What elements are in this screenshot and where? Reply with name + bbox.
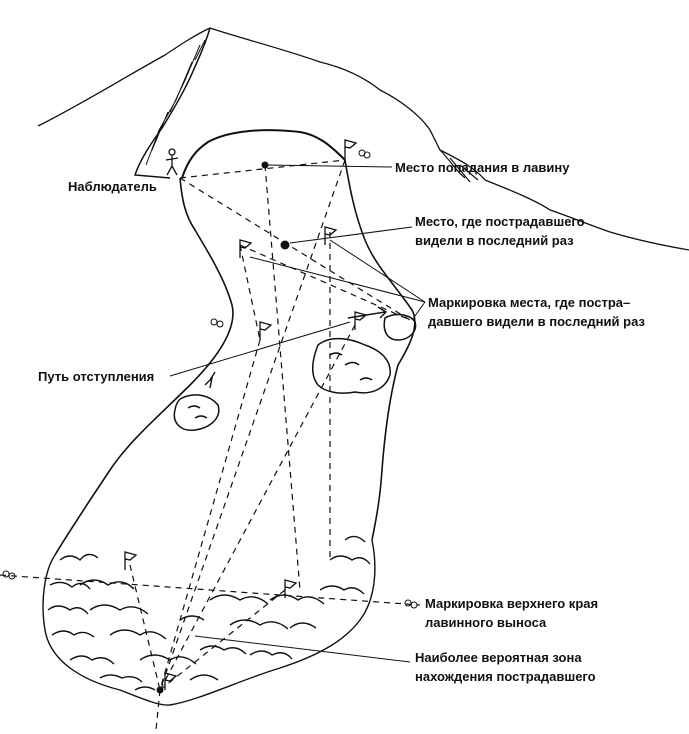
label-probable-zone-line2: нахождения пострадавшего: [415, 669, 596, 684]
debris-deposit: [42, 535, 376, 706]
label-escape: Путь отступления: [38, 369, 155, 384]
label-probable-zone-line1: Наиболее вероятная зона: [415, 650, 582, 665]
hit-point-marker: [261, 161, 269, 169]
rock-face-hatching: [145, 39, 206, 166]
label-hit-point: Место попадания в лавину: [395, 160, 570, 175]
label-upper-edge: Маркировка верхнего края лавинного вынос…: [425, 594, 598, 632]
label-upper-edge-line1: Маркировка верхнего края: [425, 596, 599, 611]
mountain-ridge: [37, 27, 689, 251]
avalanche-crown: [181, 129, 346, 179]
avalanche-slope-outline-right: [344, 159, 416, 541]
label-last-seen-line1: Место, где пострадавшего: [415, 214, 585, 229]
marker-flags: [124, 139, 368, 690]
rock-outcrop: [173, 313, 417, 431]
flower-marks: [2, 149, 418, 609]
leader-lines: [169, 164, 426, 663]
label-last-seen-line2: видели в последний раз: [415, 233, 574, 248]
label-upper-edge-line2: лавинного выноса: [425, 615, 547, 630]
last-seen-point-marker: [280, 240, 290, 250]
sight-lines: [0, 159, 421, 731]
rock-face: [133, 27, 211, 179]
label-marking-line1: Маркировка места, где постра–: [428, 295, 631, 310]
rock-face-right: [439, 149, 479, 183]
label-probable-zone: Наиболее вероятная зона нахождения постр…: [415, 648, 596, 686]
label-marking-line2: давшего видели в последний раз: [428, 314, 645, 329]
victim-point-marker: [156, 686, 164, 694]
label-observer: Наблюдатель: [68, 179, 157, 194]
label-last-seen: Место, где пострадавшего видели в послед…: [415, 212, 585, 250]
avalanche-slope-outline: [54, 177, 234, 556]
label-marking: Маркировка места, где постра– давшего ви…: [428, 293, 645, 331]
observer-figure: [165, 148, 179, 176]
